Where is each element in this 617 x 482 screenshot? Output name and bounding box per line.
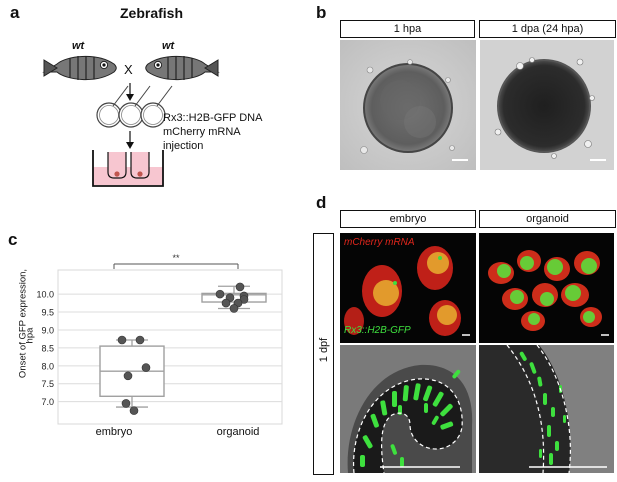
fluorescence-image-organoid (479, 233, 614, 343)
fluorescence-image-embryo: mCherry mRNA Rx3::H2B-GFP (340, 233, 476, 343)
data-point-organoid (221, 298, 231, 308)
data-point-embryo (129, 406, 139, 415)
injection-line-3: injection (163, 140, 204, 152)
plot-frame (57, 269, 283, 425)
data-point-organoid (235, 282, 245, 292)
injection-line-1: Rx3::H2B-GFP DNA (163, 112, 263, 124)
embryo-eggs-icon (96, 102, 166, 128)
data-point-embryo (135, 335, 145, 345)
cross-symbol: X (124, 62, 133, 77)
x-label-organoid: organoid (216, 426, 260, 438)
data-point-embryo (117, 335, 127, 345)
injection-line-2: mCherry mRNA (163, 126, 241, 138)
side-label-box: 1 dpf (313, 233, 334, 475)
y-tick-label: 10.0 (36, 290, 54, 300)
label-1dpa: 1 dpa (24 hpa) (479, 20, 616, 38)
fish-left-label: wt (72, 40, 85, 52)
y-tick-label: 7.5 (41, 379, 54, 389)
data-point-organoid (229, 304, 239, 313)
fish-left-icon (42, 56, 117, 80)
panel-a-letter: a (10, 3, 20, 22)
well-plate-icon (92, 150, 164, 187)
y-tick-label: 9.0 (41, 325, 54, 335)
data-point-embryo (121, 399, 131, 408)
brightfield-image-1dpa (480, 40, 614, 170)
data-point-embryo (141, 363, 151, 372)
panel-a-schematic (42, 56, 220, 187)
significance-label: ** (172, 253, 180, 263)
side-label-1dpf: 1 dpf (318, 337, 330, 363)
box-plot-chart: 7.0 7.5 8.0 8.5 9.0 9.5 10.0 ** (36, 253, 283, 425)
confocal-image-embryo (340, 345, 476, 473)
y-tick-label: 8.0 (41, 361, 54, 371)
panel-b-letter: b (316, 3, 327, 22)
confocal-image-organoid (479, 345, 614, 473)
data-point-organoid (215, 289, 225, 299)
panel-c-letter: c (8, 230, 18, 249)
label-organoid: organoid (479, 210, 616, 228)
panel-a-title: Zebrafish (120, 5, 184, 21)
label-1hpa: 1 hpa (340, 20, 475, 38)
y-tick-label: 7.0 (41, 397, 54, 407)
injection-needle-icon (112, 85, 173, 107)
panel-d-letter: d (316, 193, 327, 212)
y-tick-label: 8.5 (41, 343, 54, 353)
data-point-embryo (123, 371, 133, 381)
brightfield-image-1hpa (340, 40, 476, 170)
label-mcherry: mCherry mRNA (344, 237, 415, 248)
x-label-embryo: embryo (95, 426, 133, 438)
label-gfp: Rx3::H2B-GFP (344, 325, 411, 336)
fish-right-label: wt (162, 40, 175, 52)
fish-right-icon (145, 56, 220, 80)
y-tick-label: 9.5 (41, 308, 54, 318)
label-embryo: embryo (340, 210, 476, 228)
